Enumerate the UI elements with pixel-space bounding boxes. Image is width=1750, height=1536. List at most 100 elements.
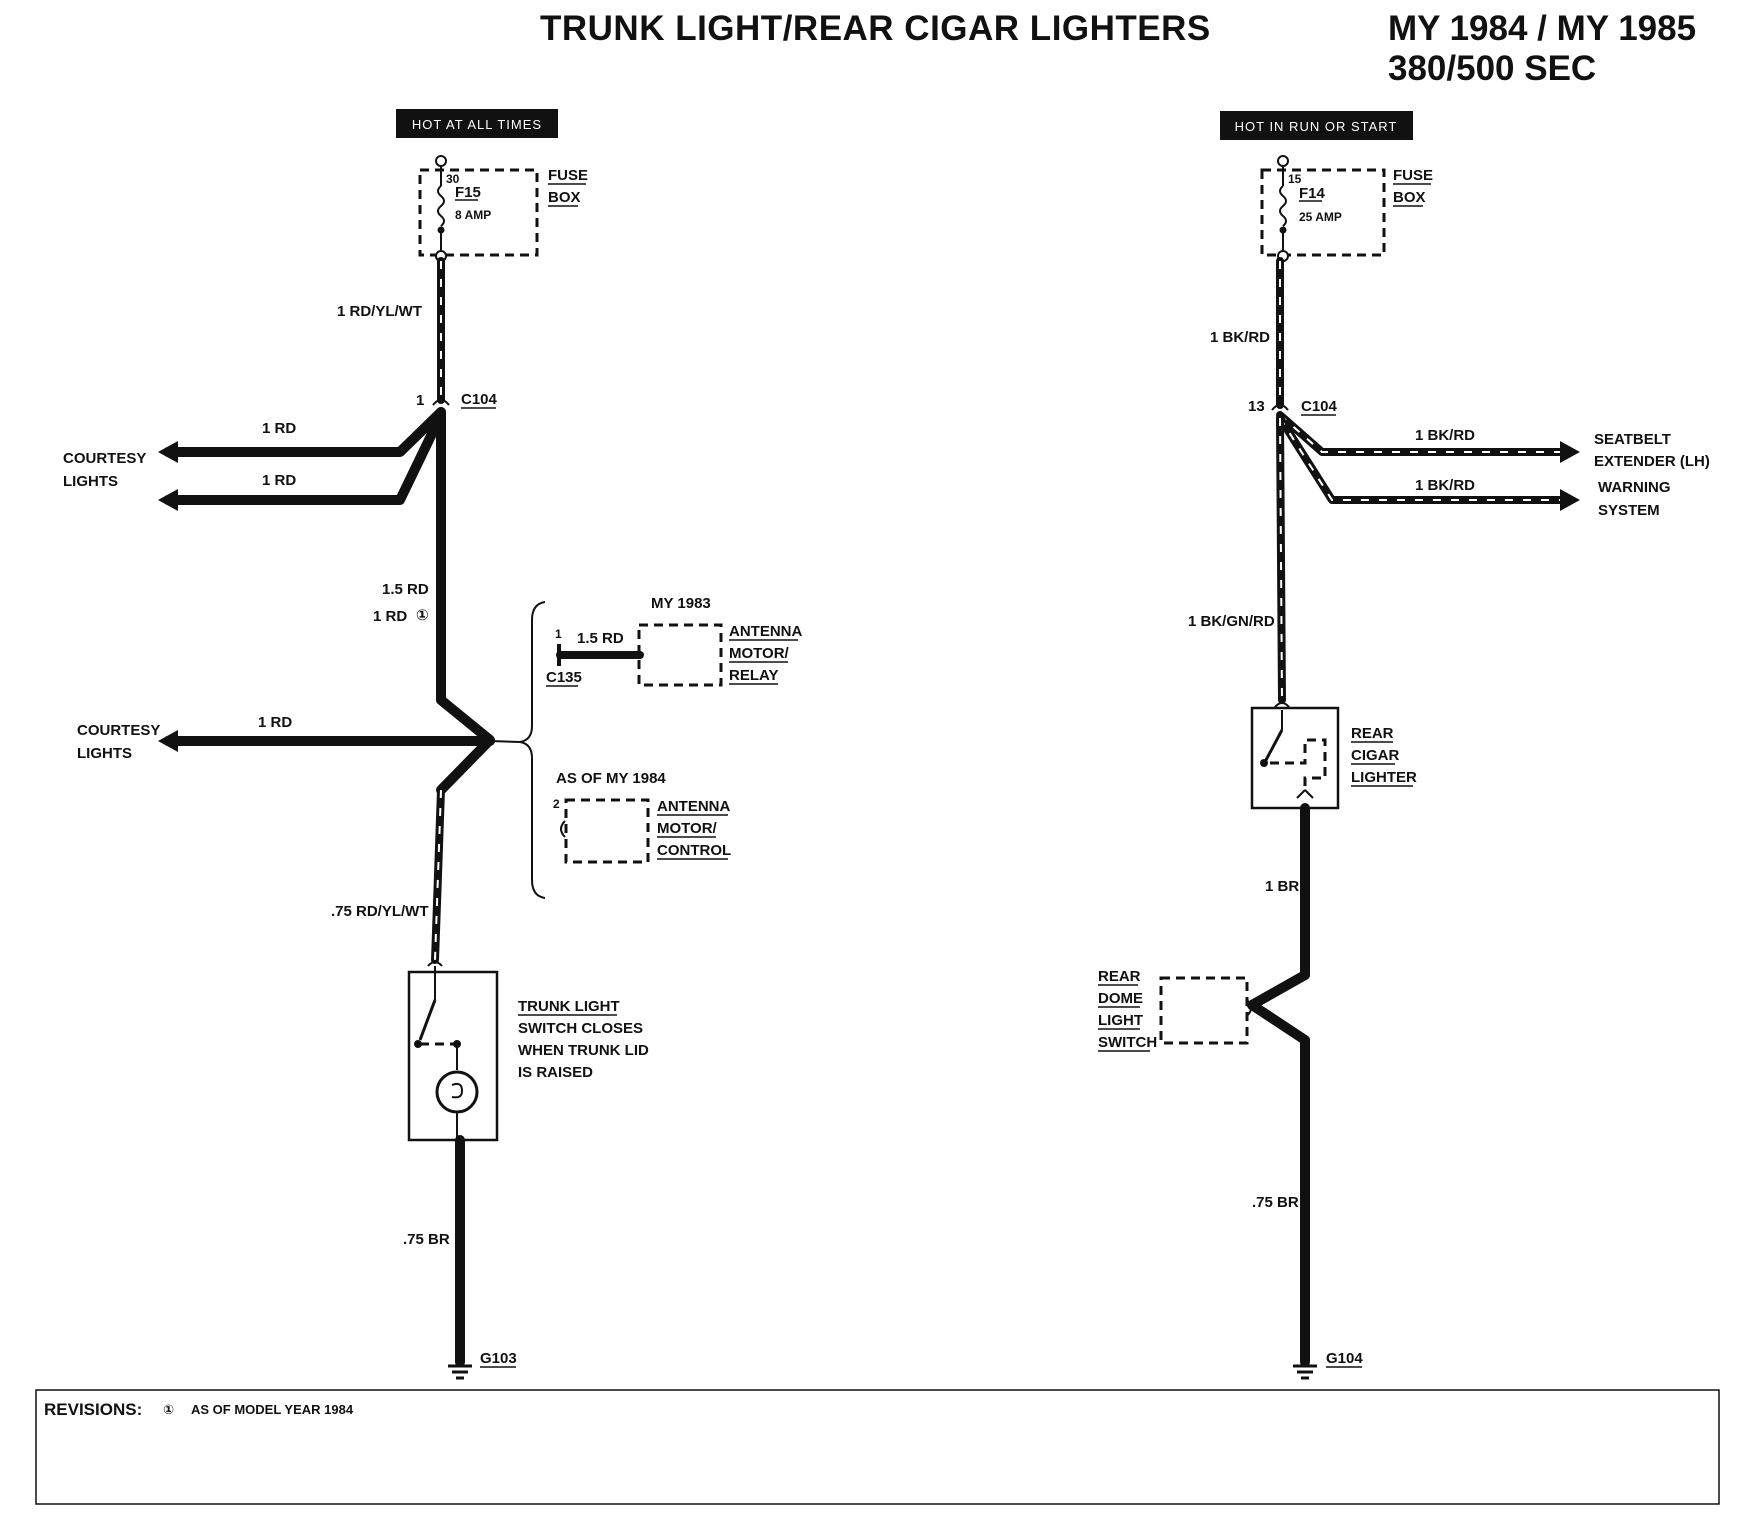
connector-pin-left: 1: [416, 392, 424, 409]
trunk-light-switch-box: [407, 970, 499, 1142]
lighter-label3: LIGHTER: [1351, 769, 1417, 786]
switch-label3: WHEN TRUNK LID: [518, 1042, 649, 1059]
fuse-rating-left: 8 AMP: [455, 208, 491, 222]
courtesy-lights-top-label2: LIGHTS: [63, 473, 118, 490]
wire-left-branch2: [163, 410, 446, 505]
dome-label1: REAR: [1098, 968, 1141, 985]
dome-label3: LIGHT: [1098, 1012, 1143, 1029]
revisions-mark: ①: [163, 1402, 174, 1417]
seatbelt-label2: EXTENDER (LH): [1594, 453, 1710, 470]
fuse-name-left: F15: [455, 184, 481, 201]
seatbelt-label1: SEATBELT: [1594, 431, 1671, 448]
power-tag-right-text: HOT IN RUN OR START: [1235, 119, 1398, 134]
power-tag-left: [396, 109, 558, 138]
fuse-box-right-label1: FUSE: [1393, 167, 1433, 184]
switch-label1: TRUNK LIGHT: [518, 998, 620, 1015]
switch-label4: IS RAISED: [518, 1064, 593, 1081]
arrow-seatbelt: [1560, 441, 1580, 463]
c135-label: C135: [546, 669, 582, 686]
arrow-courtesy-top-1: [158, 441, 178, 463]
fuse-name-right: F14: [1299, 185, 1326, 202]
right-circuit: HOT IN RUN OR START 15 F14 25 AMP FUSE B…: [1098, 111, 1710, 1380]
arrow-courtesy-top-2: [158, 489, 178, 511]
power-tag-right: [1220, 111, 1413, 140]
ground-left-label: G103: [480, 1350, 517, 1367]
antenna-motor-relay-box: [637, 623, 723, 687]
control-pin: 2: [553, 797, 560, 811]
model-years: MY 1984 / MY 1985: [1388, 9, 1696, 48]
antenna-motor-control-box: [564, 798, 650, 864]
fuse-box-left: [418, 168, 539, 257]
courtesy-lights-top-label1: COURTESY: [63, 450, 146, 467]
ground-symbol-right: [1293, 1364, 1317, 1380]
connector-c104-right-label: C104: [1301, 398, 1338, 415]
revision-mark-left: ①: [416, 607, 429, 624]
lighter-label2: CIGAR: [1351, 747, 1400, 764]
wire-left-branch3-label: 1 RD: [258, 714, 292, 731]
fuse-box-right-label2: BOX: [1393, 189, 1426, 206]
connector-c104-left: [432, 399, 450, 406]
wire-left-to-switch-label: .75 RD/YL/WT: [331, 903, 429, 920]
left-circuit: HOT AT ALL TIMES 30 F15 8 AMP FUSE BOX 1…: [63, 109, 802, 1380]
c135-pin: 1: [555, 627, 562, 641]
revisions-label: REVISIONS:: [44, 1400, 142, 1419]
arrow-courtesy-bottom: [158, 730, 178, 752]
antenna-options-brace: [519, 601, 546, 899]
wire-left-to-switch: [431, 786, 445, 964]
my1984-label: AS OF MY 1984: [556, 770, 666, 787]
fuse-symbol-right: [1279, 185, 1287, 227]
ground-symbol-left: [448, 1364, 472, 1380]
wire-left-branch1-label: 1 RD: [262, 420, 296, 437]
switch-label2: SWITCH CLOSES: [518, 1020, 643, 1037]
wire-right-ground: [1247, 1000, 1310, 1367]
control-label2: MOTOR/: [657, 820, 718, 837]
wire-right-lighter-out: [1247, 803, 1310, 1010]
wire-right-lighter-out-label: 1 BR: [1265, 878, 1299, 895]
wire-left-branch2-label: 1 RD: [262, 472, 296, 489]
courtesy-lights-bottom-label2: LIGHTS: [77, 745, 132, 762]
ground-right-label: G104: [1326, 1350, 1363, 1367]
connector-pin-right: 13: [1248, 398, 1265, 415]
wire-left-main: [436, 407, 495, 795]
revisions-text: AS OF MODEL YEAR 1984: [191, 1402, 354, 1417]
wire-right-to-lighter-label: 1 BK/GN/RD: [1188, 613, 1275, 630]
control-connector: [560, 820, 566, 838]
wire-right-fuse-out-label: 1 BK/RD: [1210, 329, 1270, 346]
fuse-box-left-label1: FUSE: [548, 167, 588, 184]
connector-c104-left-label: C104: [461, 391, 498, 408]
fuse-box-left-label2: BOX: [548, 189, 581, 206]
control-label3: CONTROL: [657, 842, 731, 859]
wire-right-branch2-label: 1 BK/RD: [1415, 477, 1475, 494]
warning-label1: WARNING: [1598, 479, 1671, 496]
diagram-title: TRUNK LIGHT/REAR CIGAR LIGHTERS: [540, 9, 1211, 48]
relay-label2: MOTOR/: [729, 645, 790, 662]
courtesy-lights-bottom-label1: COURTESY: [77, 722, 160, 739]
c135-wire-label: 1.5 RD: [577, 630, 624, 647]
dome-label4: SWITCH: [1098, 1034, 1157, 1051]
lighter-label1: REAR: [1351, 725, 1394, 742]
lighter-element-icon: [1270, 738, 1327, 790]
fuse-symbol-left: [437, 185, 445, 227]
wire-right-branch1-label: 1 BK/RD: [1415, 427, 1475, 444]
wire-left-fuse-out-label: 1 RD/YL/WT: [337, 303, 422, 320]
power-tag-left-text: HOT AT ALL TIMES: [412, 117, 542, 132]
arrow-warning: [1560, 489, 1580, 511]
wire-left-ground-label: .75 BR: [403, 1231, 450, 1248]
wire-right-ground-label: .75 BR: [1252, 1194, 1299, 1211]
control-label1: ANTENNA: [657, 798, 730, 815]
my1983-label: MY 1983: [651, 595, 711, 612]
revisions-box: [35, 1389, 1720, 1505]
relay-label3: RELAY: [729, 667, 778, 684]
trunk-lamp-icon: [435, 1070, 479, 1114]
connector-c104-right: [1271, 404, 1289, 411]
fuse-rating-right: 25 AMP: [1299, 210, 1342, 224]
fuse-terminal-right: 15: [1288, 172, 1302, 186]
fuse-box-right: [1260, 168, 1386, 257]
wire-left-main-label-a: 1.5 RD: [382, 581, 429, 598]
dome-label2: DOME: [1098, 990, 1143, 1007]
fuse-terminal-left: 30: [446, 172, 460, 186]
wire-left-main-label-b: 1 RD: [373, 608, 407, 625]
model-numbers: 380/500 SEC: [1388, 49, 1596, 88]
wire-left-branch1: [163, 407, 446, 457]
